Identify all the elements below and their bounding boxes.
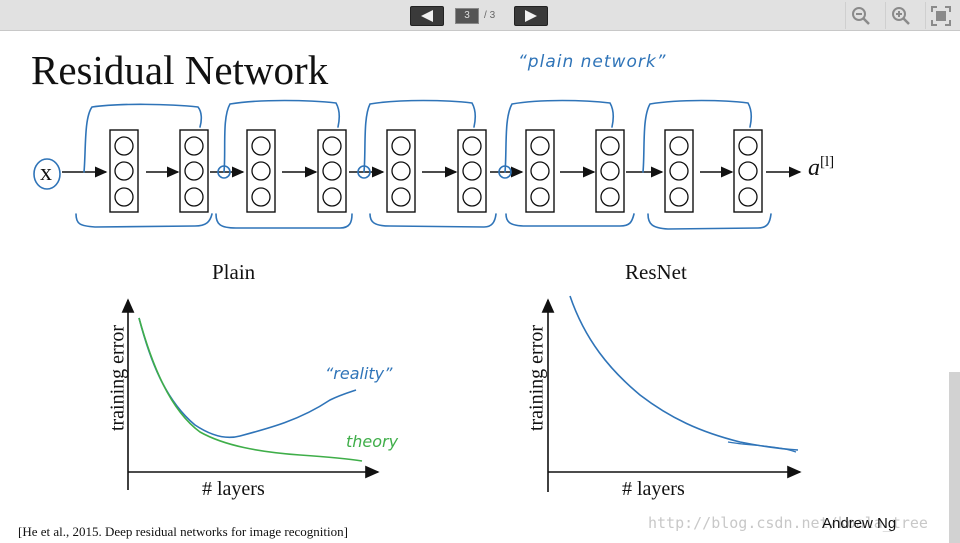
- block-brace: [369, 213, 497, 228]
- output-label: a[l]: [808, 154, 834, 182]
- resnet-x-label: # layers: [622, 478, 685, 500]
- slide-title: Residual Network: [31, 47, 329, 93]
- input-circle: [33, 158, 61, 190]
- block-brace: [505, 213, 635, 227]
- skip-add-node: [217, 165, 231, 179]
- plain-reality-curve: [138, 317, 357, 439]
- zoom-out-button[interactable]: [845, 2, 875, 29]
- next-page-button[interactable]: [514, 6, 548, 26]
- fullscreen-button[interactable]: [925, 2, 955, 29]
- theory-annotation: theory: [346, 432, 399, 451]
- plain-y-label: training error: [106, 324, 129, 432]
- page-count: / 3: [484, 8, 508, 24]
- output-label-superscript: [l]: [820, 154, 835, 170]
- skip-connection: [642, 99, 753, 173]
- zoom-out-icon: [851, 7, 870, 25]
- current-page-field[interactable]: 3: [455, 8, 479, 24]
- triangle-right-icon: [525, 10, 537, 22]
- plain-network-annotation: “plain network”: [518, 52, 667, 72]
- zoom-in-button[interactable]: [885, 2, 915, 29]
- plain-x-label: # layers: [202, 478, 265, 500]
- skip-connection: [504, 99, 615, 173]
- citation: [He et al., 2015. Deep residual networks…: [18, 524, 348, 539]
- block-brace: [75, 213, 213, 228]
- reality-annotation: “reality”: [325, 364, 393, 383]
- viewer-toolbar: 3 / 3: [0, 0, 960, 31]
- scrollbar[interactable]: [949, 372, 960, 543]
- author-credit: Andrew Ng: [822, 515, 897, 532]
- resnet-plot-title: ResNet: [625, 260, 687, 284]
- plain-theory-curve: [138, 317, 363, 462]
- watermark: http://blog.csdn.net/koala_tree: [648, 514, 928, 532]
- block-brace: [647, 213, 772, 230]
- triangle-left-icon: [421, 10, 433, 22]
- skip-connection: [363, 99, 477, 173]
- fullscreen-icon: [930, 6, 951, 26]
- plain-plot-title: Plain: [212, 260, 256, 284]
- output-label-base: a: [808, 155, 820, 181]
- resnet-y-label: training error: [525, 324, 548, 432]
- skip-add-node: [498, 165, 512, 179]
- previous-page-button[interactable]: [410, 6, 444, 26]
- input-label: x: [40, 160, 52, 186]
- zoom-in-icon: [891, 7, 910, 25]
- skip-connection: [223, 99, 341, 173]
- page-separator: /: [484, 10, 487, 21]
- resnet-curve: [569, 295, 799, 451]
- block-brace: [215, 213, 353, 229]
- skip-add-node: [357, 165, 371, 179]
- skip-connection: [83, 103, 203, 173]
- total-pages: 3: [489, 10, 496, 21]
